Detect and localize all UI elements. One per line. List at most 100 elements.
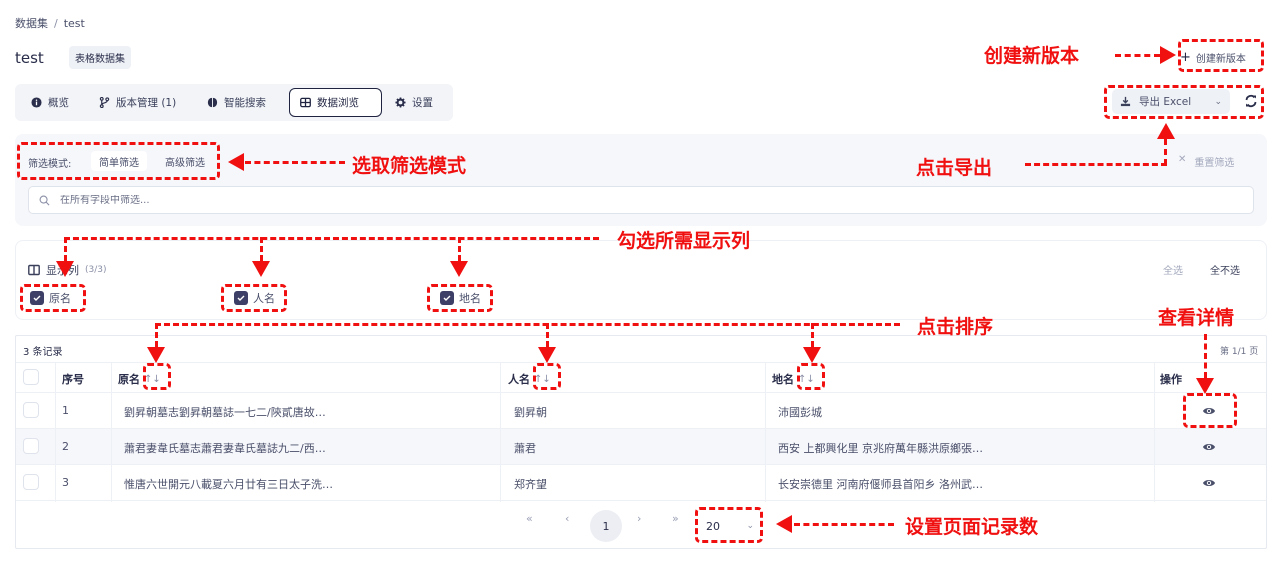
first-page-button[interactable]: «	[526, 512, 533, 525]
checkbox-checked[interactable]	[30, 291, 44, 305]
column-toggle-person[interactable]: 人名	[234, 290, 275, 306]
search-icon	[39, 195, 50, 205]
create-version-button[interactable]: + 创建新版本	[1180, 50, 1246, 65]
eye-icon[interactable]	[1202, 440, 1216, 454]
breadcrumb-root-link[interactable]: 数据集	[15, 17, 48, 30]
select-none-button[interactable]: 全不选	[1210, 266, 1240, 277]
header-index: 序号	[62, 373, 84, 386]
annotation-line	[794, 523, 894, 526]
check-icon	[443, 295, 451, 301]
column-toggle-label: 人名	[253, 292, 275, 305]
header-original[interactable]: 原名↑↓	[118, 373, 161, 386]
check-icon	[33, 295, 41, 301]
check-icon	[237, 295, 245, 301]
next-page-button[interactable]: ›	[637, 512, 642, 525]
row-checkbox[interactable]	[23, 438, 39, 454]
reset-filter-label: 重置筛选	[1194, 158, 1235, 169]
annotation-arrow	[776, 515, 792, 533]
plus-icon: +	[1180, 50, 1191, 65]
column-divider	[55, 362, 56, 502]
tab-data-browse[interactable]: 数据浏览	[289, 88, 382, 117]
cell-index: 1	[62, 404, 69, 417]
chevron-down-icon: ⌄	[746, 521, 754, 531]
annotation-line	[1025, 163, 1167, 166]
annotation-line	[1115, 54, 1160, 57]
annotation-arrow	[228, 153, 244, 171]
checkbox-checked[interactable]	[234, 291, 248, 305]
reset-filter-button[interactable]: ✕ 重置筛选	[1178, 154, 1234, 169]
column-divider	[111, 362, 112, 502]
annotation-sort: 点击排序	[917, 316, 994, 338]
cell-index: 3	[62, 476, 69, 489]
sort-icon[interactable]: ↑↓	[144, 373, 161, 385]
create-version-label: 创建新版本	[1195, 54, 1246, 65]
simple-filter-button[interactable]: 简单筛选	[91, 151, 147, 171]
cell-person: 蕭君	[514, 442, 536, 455]
prev-page-button[interactable]: ‹	[565, 512, 570, 525]
last-page-button[interactable]: »	[672, 512, 679, 525]
cell-original: 劉昇朝墓志劉昇朝墓誌一七二/陝貳唐故…	[124, 406, 326, 419]
page-info: 第 1/1 页	[1220, 347, 1259, 357]
column-count: (3/3)	[85, 265, 107, 275]
column-divider	[500, 362, 501, 502]
annotation-columns: 勾选所需显示列	[617, 230, 751, 252]
page-title: test	[15, 49, 44, 67]
column-toggle-label: 地名	[459, 292, 481, 305]
annotation-arrow	[252, 261, 270, 277]
tab-label: 数据浏览	[317, 97, 359, 109]
advanced-filter-button[interactable]: 高级筛选	[165, 158, 205, 169]
column-toggle-label: 原名	[49, 292, 71, 305]
annotation-line	[1164, 139, 1167, 165]
tab-overview[interactable]: 概览	[21, 88, 79, 117]
tab-label: 概览	[48, 97, 69, 109]
export-label: 导出 Excel	[1139, 96, 1192, 108]
sort-icon[interactable]: ↑↓	[534, 373, 551, 385]
cell-place: 沛國彭城	[778, 406, 822, 419]
cell-place: 西安 上都興化里 京兆府萬年縣洪原鄉張…	[778, 442, 983, 455]
header-place[interactable]: 地名↑↓	[772, 373, 815, 386]
column-toggle-original[interactable]: 原名	[30, 290, 71, 306]
annotation-line	[1204, 334, 1207, 378]
export-excel-button[interactable]: 导出 Excel ⌄	[1112, 89, 1230, 114]
annotation-arrow	[1196, 378, 1214, 394]
columns-icon	[28, 264, 40, 276]
current-page-button[interactable]: 1	[590, 510, 622, 542]
column-divider	[1154, 362, 1155, 502]
header-person[interactable]: 人名↑↓	[508, 373, 551, 386]
cell-original: 蕭君妻韋氏墓志蕭君妻韋氏墓誌九二/西…	[124, 442, 326, 455]
breadcrumb-current: test	[63, 17, 85, 30]
select-all-button[interactable]: 全选	[1163, 266, 1183, 277]
tab-label: 版本管理 (1)	[116, 97, 177, 109]
tab-label: 设置	[412, 97, 433, 109]
breadcrumb: 数据集/test	[15, 15, 85, 31]
tab-bar: 概览 版本管理 (1) 智能搜索 数据浏览 设置	[15, 84, 453, 121]
brain-icon	[207, 97, 218, 108]
select-all-rows-checkbox[interactable]	[23, 369, 39, 385]
annotation-arrow	[538, 347, 556, 363]
row-checkbox[interactable]	[23, 402, 39, 418]
cell-index: 2	[62, 440, 69, 453]
table-row: 1 劉昇朝墓志劉昇朝墓誌一七二/陝貳唐故… 劉昇朝 沛國彭城	[16, 393, 1266, 429]
annotation-filter-mode: 选取筛选模式	[352, 155, 467, 177]
filter-mode-label: 筛选模式:	[28, 159, 72, 170]
cell-person: 郑齐望	[514, 478, 547, 491]
annotation-line	[458, 237, 461, 261]
search-input[interactable]	[60, 194, 1243, 206]
sort-icon[interactable]: ↑↓	[798, 373, 815, 385]
eye-icon[interactable]	[1202, 404, 1216, 418]
eye-icon[interactable]	[1202, 476, 1216, 490]
column-toggle-place[interactable]: 地名	[440, 290, 481, 306]
chevron-down-icon[interactable]: ⌄	[1214, 96, 1222, 107]
cell-original: 惟唐六世開元八載夏六月廿有三日太子洗…	[124, 478, 333, 491]
checkbox-checked[interactable]	[440, 291, 454, 305]
search-field[interactable]	[28, 186, 1254, 214]
refresh-icon[interactable]	[1244, 94, 1258, 108]
row-checkbox[interactable]	[23, 474, 39, 490]
annotation-details: 查看详情	[1158, 307, 1235, 329]
table-row: 3 惟唐六世開元八載夏六月廿有三日太子洗… 郑齐望 长安崇德里 河南府偃师县首阳…	[16, 465, 1266, 501]
annotation-arrow	[1157, 123, 1175, 139]
page-size-select[interactable]: 20 ⌄	[700, 514, 760, 538]
tab-settings[interactable]: 设置	[385, 88, 443, 117]
tab-version-management[interactable]: 版本管理 (1)	[89, 88, 186, 117]
tab-smart-search[interactable]: 智能搜索	[197, 88, 276, 117]
